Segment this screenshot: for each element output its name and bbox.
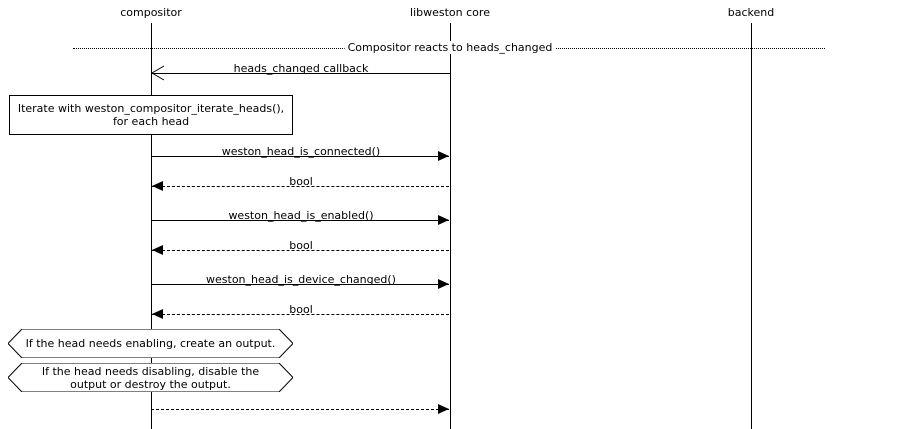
arrowhead-weston-head-is-connected xyxy=(438,151,449,161)
hexagon-outline xyxy=(8,329,293,358)
arrowhead-weston-head-is-enabled xyxy=(438,215,449,225)
lifeline-libweston-core xyxy=(450,23,451,429)
message-line-final-return xyxy=(151,409,449,410)
note-iterate-heads-note: Iterate with weston_compositor_iterate_h… xyxy=(9,95,293,135)
arrowhead-heads-changed-callback xyxy=(151,65,165,81)
participant-label-backend: backend xyxy=(727,6,775,19)
message-label-weston-head-is-enabled: weston_head_is_enabled() xyxy=(228,209,374,222)
message-line-weston-head-is-device-changed xyxy=(151,284,449,285)
message-label-heads-changed-callback: heads_changed callback xyxy=(233,62,369,75)
condition-text: If the head needs enabling, create an ou… xyxy=(25,337,276,350)
arrowhead-weston-head-is-device-changed xyxy=(438,279,449,289)
message-label-bool-return-2: bool xyxy=(289,239,313,252)
lifeline-compositor xyxy=(151,23,152,429)
condition-text: If the head needs disabling, disable the… xyxy=(41,364,260,391)
participant-label-compositor: compositor xyxy=(120,6,182,19)
message-line-bool-return-3 xyxy=(152,314,449,315)
message-label-weston-head-is-connected: weston_head_is_connected() xyxy=(221,145,381,158)
message-line-heads-changed-callback xyxy=(152,73,450,74)
message-label-weston-head-is-device-changed: weston_head_is_device_changed() xyxy=(206,273,396,286)
arrowhead-bool-return-3 xyxy=(152,309,163,319)
message-label-bool-return-3: bool xyxy=(289,303,313,316)
participant-label-libweston-core: libweston core xyxy=(410,6,490,19)
arrowhead-final-return xyxy=(438,404,449,414)
arrowhead-bool-return-2 xyxy=(152,245,163,255)
condition-condition-disable-head: If the head needs disabling, disable the… xyxy=(8,363,293,392)
message-line-bool-return-2 xyxy=(152,250,449,251)
condition-condition-enable-head: If the head needs enabling, create an ou… xyxy=(8,329,293,358)
message-line-weston-head-is-connected xyxy=(151,156,449,157)
message-label-bool-return-1: bool xyxy=(289,175,313,188)
lifeline-backend xyxy=(751,23,752,429)
arrowhead-bool-return-1 xyxy=(152,181,163,191)
message-line-weston-head-is-enabled xyxy=(151,220,449,221)
hexagon-outline xyxy=(8,363,293,392)
separator-label: Compositor reacts to heads_changed xyxy=(344,41,556,54)
note-text: Iterate with weston_compositor_iterate_h… xyxy=(17,102,285,128)
message-line-bool-return-1 xyxy=(152,186,449,187)
